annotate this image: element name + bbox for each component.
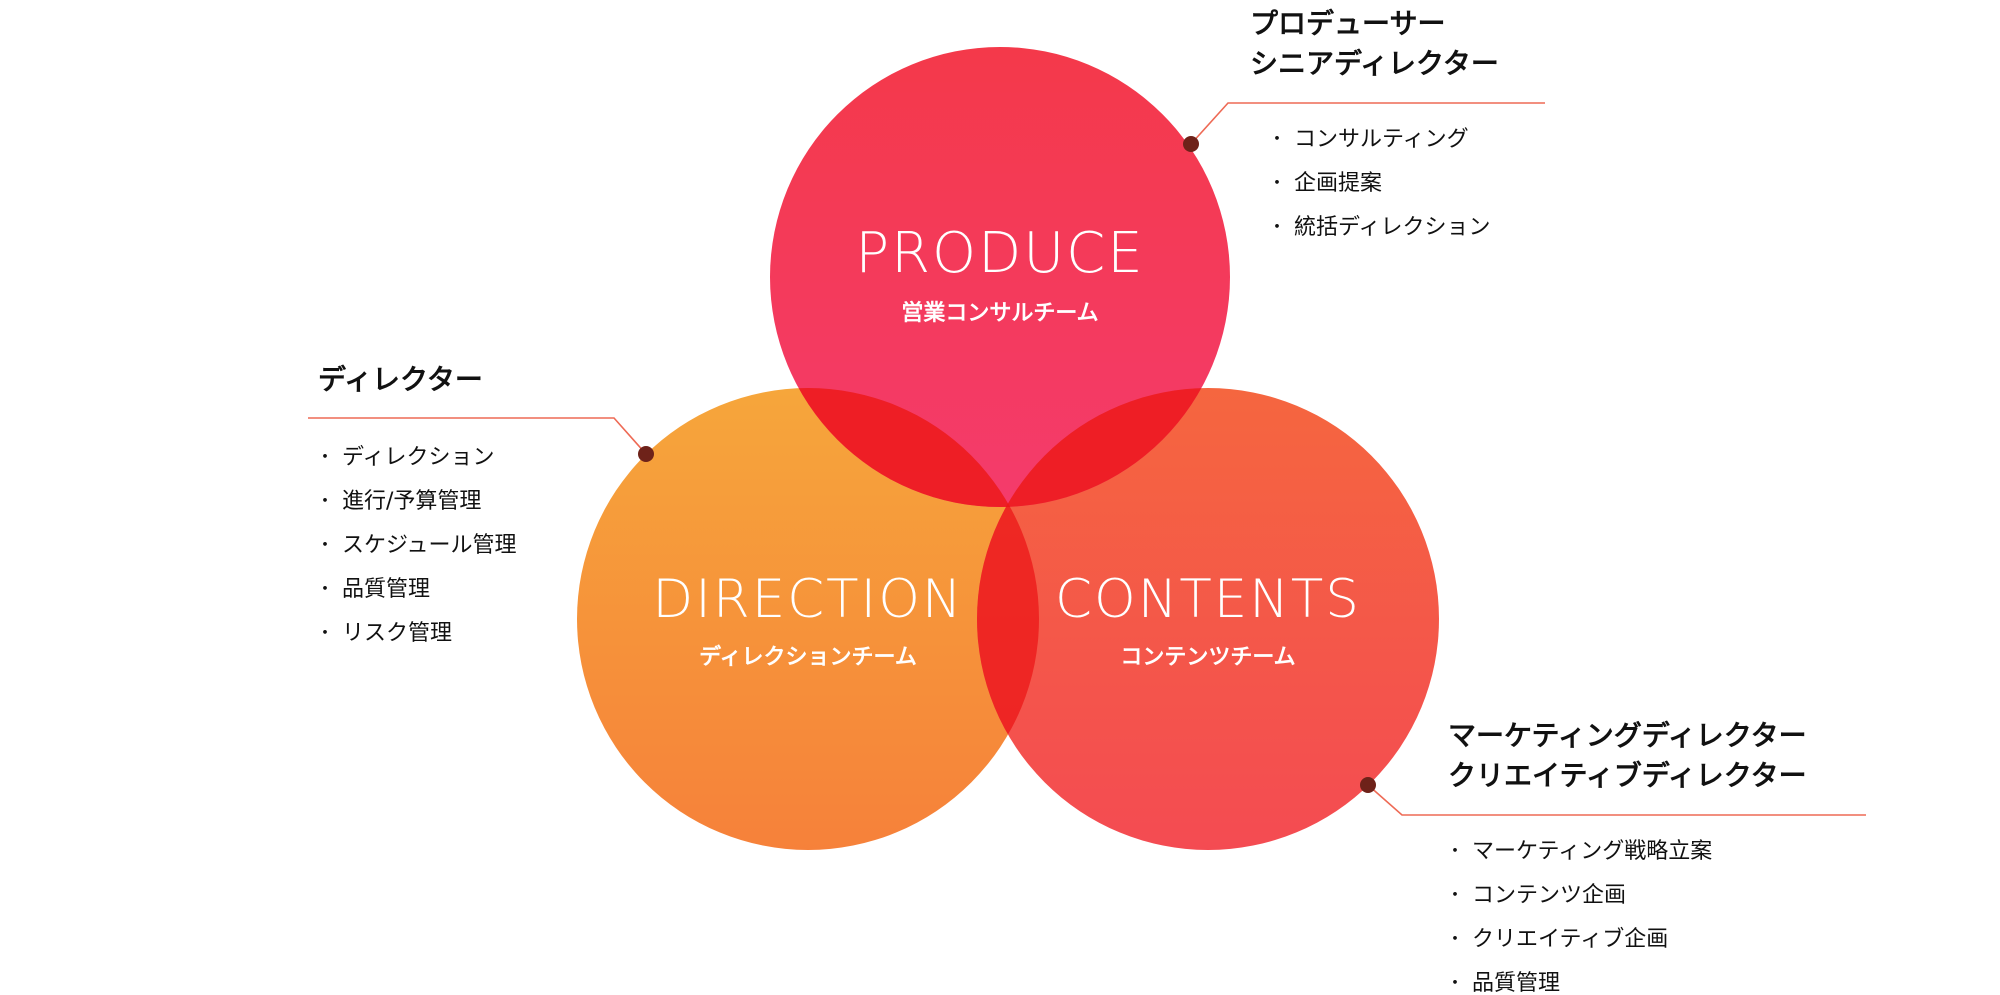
list-item: ・進行/予算管理 [316, 489, 482, 514]
list-item: ・コンテンツ企画 [1446, 883, 1627, 908]
produce-circle [770, 47, 1230, 507]
produce-role-line-1: プロデューサー [1250, 7, 1446, 40]
contents-circle [977, 388, 1439, 850]
direction-role-list: ・ディレクション ・進行/予算管理 ・スケジュール管理 ・品質管理 ・リスク管理 [316, 436, 516, 656]
contents-title: CONTENTS [1055, 569, 1361, 630]
contents-subtitle: コンテンツチーム [1120, 645, 1295, 670]
produce-connector-dot [1183, 136, 1199, 152]
list-item: ・品質管理 [316, 577, 431, 602]
direction-connector-line [308, 417, 647, 455]
list-item: ・コンサルティング [1268, 127, 1469, 152]
produce-subtitle: 営業コンサルチーム [901, 300, 1098, 326]
contents-role-line-2: クリエイティブディレクター [1448, 759, 1807, 792]
list-item: ・統括ディレクション [1268, 215, 1491, 240]
contents-role-line-1: マーケティングディレクター [1448, 719, 1807, 752]
produce-title: PRODUCE [855, 221, 1144, 286]
list-item: ・企画提案 [1268, 171, 1383, 196]
direction-role-line-1: ディレクター [318, 363, 483, 396]
list-item: ・ディレクション [316, 445, 495, 470]
contents-role-list: ・マーケティング戦略立案 ・コンテンツ企画 ・クリエイティブ企画 ・品質管理 [1446, 830, 1712, 995]
contents-role-heading: マーケティングディレクター クリエイティブディレクター [1448, 716, 1807, 796]
direction-role-heading: ディレクター [318, 360, 483, 400]
list-item: ・クリエイティブ企画 [1446, 927, 1669, 952]
list-item: ・マーケティング戦略立案 [1446, 839, 1713, 864]
produce-role-list: ・コンサルティング ・企画提案 ・統括ディレクション [1268, 118, 1490, 250]
produce-role-heading: プロデューサー シニアディレクター [1250, 4, 1499, 84]
produce-connector-line [1190, 102, 1545, 145]
produce-role-line-2: シニアディレクター [1250, 47, 1499, 80]
direction-subtitle: ディレクションチーム [699, 644, 917, 670]
list-item: ・リスク管理 [316, 621, 453, 646]
direction-circle [577, 388, 1039, 850]
list-item: ・品質管理 [1446, 971, 1561, 995]
direction-title: DIRECTION [652, 569, 963, 630]
contents-connector-dot [1360, 777, 1376, 793]
contents-connector-line [1367, 784, 1866, 816]
list-item: ・スケジュール管理 [316, 533, 517, 558]
direction-connector-dot [638, 446, 654, 462]
